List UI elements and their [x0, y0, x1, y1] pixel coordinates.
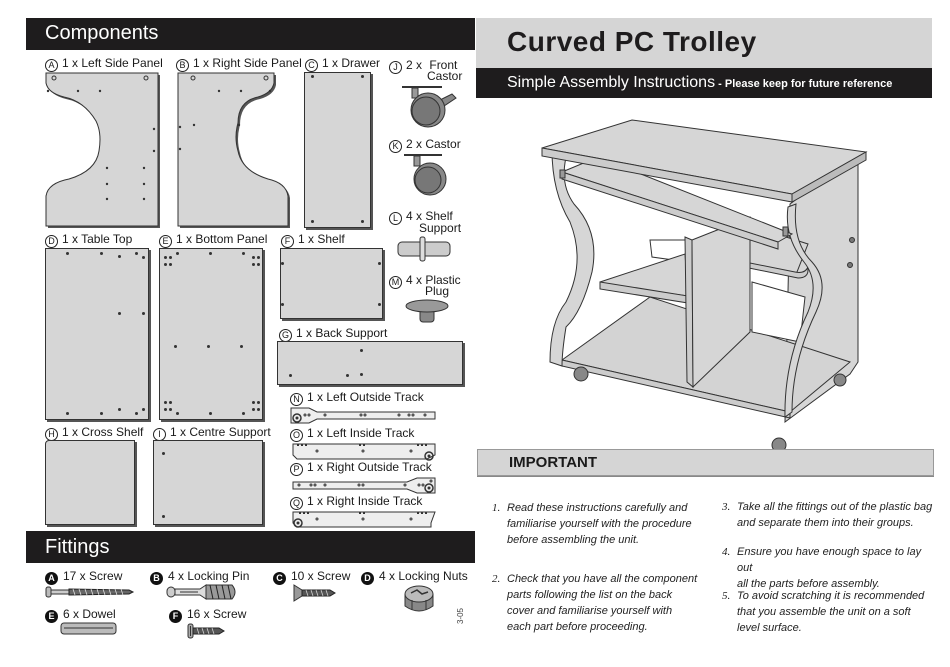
right-inside-track-icon — [292, 511, 436, 528]
front-castor-icon — [402, 86, 457, 128]
letter-badge-icon: L — [389, 212, 402, 225]
letter-badge-icon: B — [150, 572, 163, 585]
letter-badge-icon: A — [45, 572, 58, 585]
components-header: Components — [26, 18, 475, 50]
letter-badge-icon: D — [45, 235, 58, 248]
letter-badge-icon: F — [281, 235, 294, 248]
long-screw-icon — [45, 586, 135, 598]
letter-badge-icon: D — [361, 572, 374, 585]
instruction-step-1: 1. Read these instructions carefully and… — [492, 502, 692, 546]
product-title-box: Curved PC Trolley — [476, 18, 932, 68]
castor-icon — [404, 154, 447, 196]
letter-badge-icon: J — [389, 61, 402, 74]
subtitle-note: - Please keep for future reference — [715, 78, 893, 90]
instruction-step-5: 5. To avoid scratching it is recommended… — [722, 590, 925, 634]
important-header: IMPORTANT — [477, 449, 934, 476]
fittings-header: Fittings — [26, 531, 475, 563]
letter-badge-icon: F — [169, 610, 182, 623]
plastic-plug-icon — [405, 299, 449, 323]
left-inside-track-icon — [292, 443, 436, 461]
subtitle: Simple Assembly Instructions — [507, 74, 716, 91]
product-title: Curved PC Trolley — [507, 26, 757, 57]
component-label-m-line2: Plug — [425, 284, 450, 298]
left-outside-track-icon — [290, 407, 436, 424]
countersunk-screw-icon — [293, 584, 336, 602]
right-side-panel-drawing — [177, 72, 290, 228]
fittings-title: Fittings — [45, 536, 110, 558]
component-label-j-line2: Castor — [427, 69, 463, 83]
drawer-drawing — [304, 72, 371, 228]
important-title: IMPORTANT — [509, 454, 598, 471]
instruction-step-2: 2. Check that you have all the component… — [492, 573, 698, 633]
bottom-panel-drawing — [159, 248, 263, 420]
instruction-step-4: 4. Ensure you have enough space to lay o… — [722, 546, 922, 590]
centre-support-drawing — [153, 440, 263, 525]
letter-badge-icon: N — [290, 393, 303, 406]
locking-pin-icon — [166, 584, 236, 600]
letter-badge-icon: C — [305, 59, 318, 72]
letter-badge-icon: Q — [290, 497, 303, 510]
component-label-l-line2: Support — [419, 221, 462, 235]
shelf-drawing — [280, 248, 383, 319]
shelf-support-icon — [397, 236, 451, 262]
instruction-step-3: 3. Take all the fittings out of the plas… — [722, 501, 933, 529]
letter-badge-icon: E — [45, 610, 58, 623]
locking-nut-icon — [404, 585, 434, 612]
back-support-drawing — [277, 341, 463, 385]
dowel-icon — [60, 622, 117, 635]
subtitle-bar: Simple Assembly Instructions - Please ke… — [476, 68, 932, 98]
pan-head-screw-icon — [187, 623, 225, 639]
letter-badge-icon: M — [389, 276, 402, 289]
left-side-panel-drawing — [45, 72, 160, 228]
assembled-trolley-illustration — [541, 119, 868, 453]
letter-badge-icon: P — [290, 463, 303, 476]
document-code: 3-05 — [456, 607, 465, 624]
cross-shelf-drawing — [45, 440, 135, 525]
letter-badge-icon: O — [290, 429, 303, 442]
letter-badge-icon: A — [45, 59, 58, 72]
components-title: Components — [45, 22, 159, 44]
letter-badge-icon: E — [159, 235, 172, 248]
letter-badge-icon: C — [273, 572, 286, 585]
right-outside-track-icon — [292, 477, 436, 494]
table-top-drawing — [45, 248, 149, 420]
letter-badge-icon: B — [176, 59, 189, 72]
letter-badge-icon: K — [389, 140, 402, 153]
